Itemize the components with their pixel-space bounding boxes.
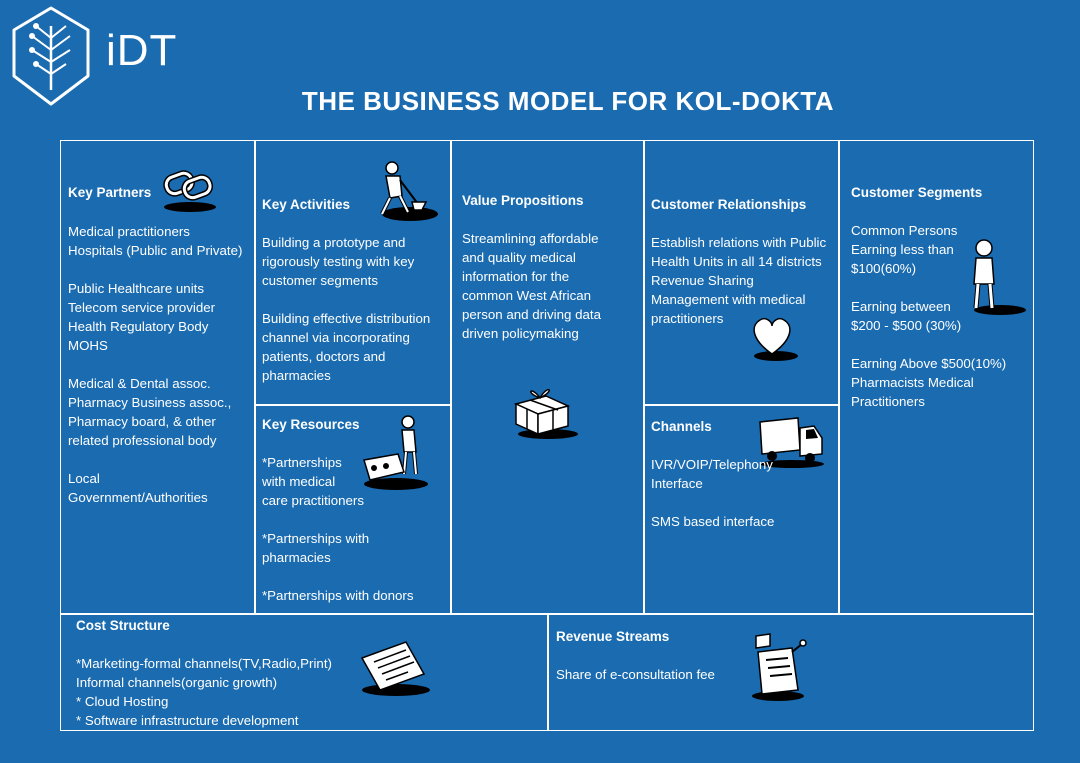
key-activities-heading: Key Activities (262, 197, 351, 212)
worker-with-equipment-icon (363, 415, 428, 490)
heart-icon (753, 317, 798, 361)
key-activities-cell (254, 140, 452, 406)
key-partners-cell (60, 140, 256, 615)
key-resources-text: *Partnerships with medical care practiti… (262, 455, 414, 603)
value-propositions-heading: Value Propositions (462, 193, 584, 208)
cost-structure-text: *Marketing-formal channels(TV,Radio,Prin… (76, 656, 332, 728)
key-activities-text: Building a prototype and rigorously test… (262, 235, 431, 383)
customer-relationships-text: Establish relations with Public Health U… (651, 235, 827, 326)
customer-segments-heading: Customer Segments (851, 185, 983, 200)
customer-segments-cell (838, 140, 1034, 615)
value-propositions-text: Streamlining affordable and quality medi… (462, 231, 601, 341)
idt-leaf-logo-icon (12, 6, 90, 106)
channels-heading: Channels (651, 419, 712, 434)
gift-box-icon (513, 388, 578, 439)
standing-person-icon (973, 239, 1026, 315)
key-resources-cell (254, 404, 452, 615)
delivery-truck-icon (759, 417, 824, 468)
customer-segments-text: Common Persons Earning less than $100(60… (851, 223, 1007, 409)
logo-text: iDT (106, 26, 178, 75)
channels-cell (643, 404, 840, 615)
revenue-streams-heading: Revenue Streams (556, 629, 670, 644)
customer-relationships-heading: Customer Relationships (651, 197, 807, 212)
key-partners-text: Medical practitioners Hospitals (Public … (68, 224, 243, 505)
key-resources-heading: Key Resources (262, 417, 360, 432)
revenue-streams-cell (547, 613, 1034, 731)
key-partners-heading: Key Partners (68, 185, 152, 200)
cash-register-icon (752, 633, 807, 701)
chain-link-icon (163, 170, 216, 212)
value-propositions-cell (450, 140, 645, 615)
documents-icon (360, 641, 430, 696)
worker-digging-icon (380, 161, 438, 221)
cost-structure-heading: Cost Structure (76, 618, 170, 633)
channels-text: IVR/VOIP/Telephony Interface SMS based i… (651, 457, 775, 529)
revenue-streams-text: Share of e-consultation fee (556, 667, 715, 682)
page-title: THE BUSINESS MODEL FOR KOL-DOKTA (301, 86, 835, 116)
customer-relationships-cell (643, 140, 840, 406)
cost-structure-cell (60, 613, 549, 731)
